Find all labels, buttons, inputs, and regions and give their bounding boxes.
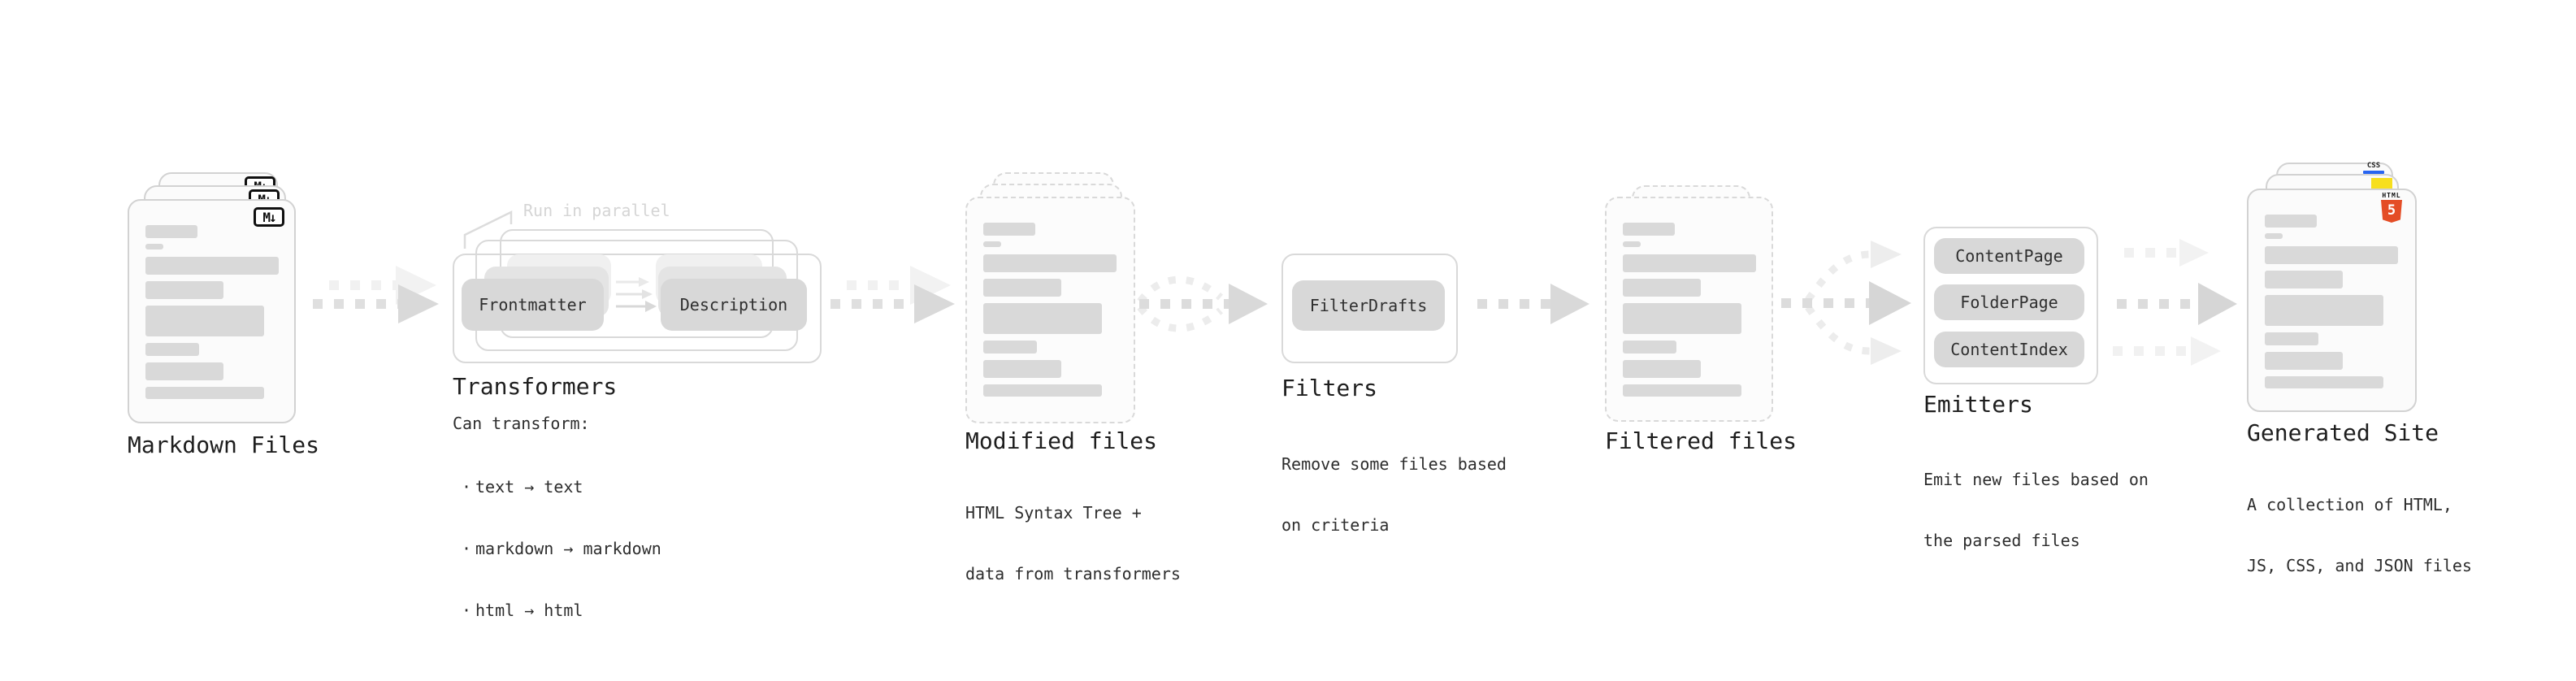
generated-site-title: Generated Site [2247, 419, 2439, 446]
emitters-frame [1923, 227, 2098, 384]
transformer-frame [453, 254, 822, 363]
filters-subtitle: Remove some files based on criteria [1281, 414, 1507, 576]
doc-line [2265, 215, 2317, 228]
subtitle-line: A collection of HTML, [2247, 495, 2452, 514]
arrow-modified-to-filters [1137, 275, 1268, 332]
arrow-transformers-to-modified [830, 266, 955, 323]
doc-line [145, 257, 279, 275]
doc-line [2265, 332, 2318, 345]
doc-line [2265, 246, 2398, 264]
doc-line [983, 279, 1061, 297]
filters-title: Filters [1281, 375, 1378, 401]
doc-line [145, 362, 223, 380]
markdown-files-title: Markdown Files [128, 432, 320, 458]
css-icon-label: CSS [2366, 162, 2381, 170]
transform-item: text → text [453, 476, 661, 497]
doc-line [983, 340, 1037, 354]
markdown-icon: M↓ [254, 207, 284, 227]
subtitle-line: HTML Syntax Tree + [965, 503, 1142, 523]
subtitle-line: data from transformers [965, 564, 1181, 583]
doc-line [145, 244, 163, 249]
emitters-title: Emitters [1923, 391, 2033, 418]
doc-line [983, 241, 1001, 247]
doc-line [145, 387, 264, 399]
transformers-heading: Can transform: [453, 414, 590, 433]
transformers-title: Transformers [453, 373, 618, 400]
doc-line [145, 343, 199, 356]
run-in-parallel-note: Run in parallel [523, 201, 670, 220]
subtitle-line: on criteria [1281, 515, 1390, 535]
arrow-emitters-to-site [2113, 239, 2237, 366]
emitters-subtitle: Emit new files based on the parsed files [1923, 429, 2149, 592]
doc-line [1623, 303, 1741, 334]
transform-item: markdown → markdown [453, 538, 661, 559]
arrow-filters-to-filtered [1477, 284, 1589, 324]
filtered-files-title: Filtered files [1605, 427, 1798, 454]
arrow-filtered-to-emitters [1781, 241, 1911, 365]
contentpage-pill: ContentPage [1934, 238, 2084, 274]
doc-line [1623, 279, 1701, 297]
generated-site-subtitle: A collection of HTML, JS, CSS, and JSON … [2247, 454, 2472, 617]
doc-line [1623, 384, 1741, 397]
modified-file-card [965, 197, 1135, 423]
doc-line [2265, 233, 2283, 239]
filterdrafts-pill: FilterDrafts [1292, 280, 1445, 331]
doc-line [1623, 360, 1701, 378]
transform-list: text → text markdown → markdown html → h… [453, 436, 661, 661]
html5-icon: HTML 5 [2379, 192, 2404, 223]
description-pill: Description [661, 279, 807, 331]
modified-files-subtitle: HTML Syntax Tree + data from transformer… [965, 462, 1181, 625]
doc-line [2265, 352, 2343, 370]
html5-icon-shield: 5 [2381, 200, 2402, 223]
subtitle-line: JS, CSS, and JSON files [2247, 556, 2472, 575]
subtitle-line: Remove some files based [1281, 454, 1507, 474]
html5-icon-word: HTML [2382, 192, 2401, 199]
subtitle-line: Emit new files based on [1923, 470, 2149, 489]
doc-line [1623, 241, 1641, 247]
doc-line [1623, 254, 1756, 272]
transform-item: html → html [453, 600, 661, 621]
doc-line [145, 306, 264, 336]
filtered-file-card [1605, 197, 1773, 422]
contentindex-pill: ContentIndex [1934, 332, 2084, 367]
arrow-markdown-to-transformers [313, 266, 439, 323]
js-icon [2371, 178, 2392, 189]
site-file-card-html [2247, 189, 2417, 412]
css-icon-underline [2363, 171, 2384, 174]
doc-line [1623, 340, 1676, 354]
doc-line [145, 225, 197, 238]
frontmatter-pill: Frontmatter [462, 279, 604, 331]
doc-line [2265, 271, 2343, 288]
doc-line [2265, 295, 2383, 326]
doc-line [983, 254, 1117, 272]
doc-line [983, 360, 1061, 378]
doc-line [983, 223, 1035, 236]
folderpage-pill: FolderPage [1934, 284, 2084, 320]
doc-line [983, 303, 1102, 334]
markdown-file-card [128, 199, 296, 423]
css-icon: CSS [2363, 163, 2384, 174]
modified-files-title: Modified files [965, 427, 1158, 454]
doc-line [145, 281, 223, 299]
subtitle-line: the parsed files [1923, 531, 2080, 550]
doc-line [1623, 223, 1675, 236]
doc-line [983, 384, 1102, 397]
filters-frame [1281, 254, 1458, 363]
doc-line [2265, 376, 2383, 388]
